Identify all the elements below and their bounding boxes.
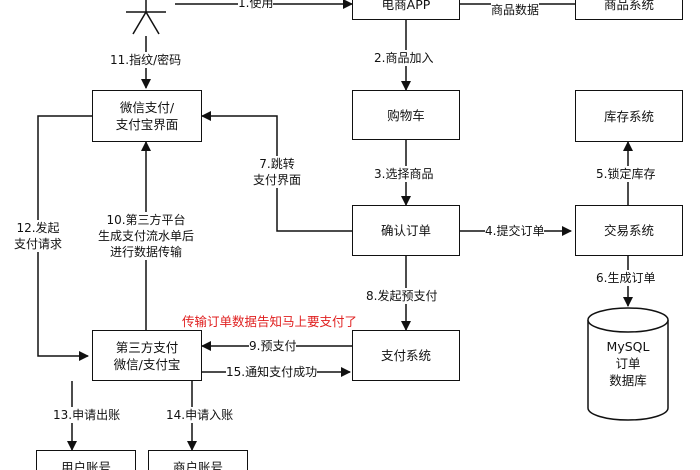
edge-3-label: 3.选择商品: [374, 166, 434, 182]
payment-ui-node: 微信支付/ 支付宝界面: [92, 90, 202, 142]
database-label: MySQL 订单 数据库: [588, 338, 668, 389]
user-account-node: 用户账号: [36, 450, 136, 470]
payment-system-label: 支付系统: [380, 348, 431, 363]
database-label-line3: 数据库: [609, 373, 647, 388]
edge-5-label: 5.锁定库存: [596, 166, 656, 182]
edge-11-label: 11.指纹/密码: [110, 52, 182, 68]
cart-node: 购物车: [352, 90, 460, 140]
confirm-order-node: 确认订单: [352, 205, 460, 256]
confirm-order-label: 确认订单: [380, 223, 431, 238]
payment-system-node: 支付系统: [352, 330, 460, 381]
trade-system-node: 交易系统: [575, 205, 683, 256]
edge-1-label: 1.使用: [238, 0, 274, 11]
edge-13-label: 13.申请出账: [53, 407, 121, 423]
payment-ui-label-line2: 支付宝界面: [115, 117, 179, 132]
edge-8-label: 8.发起预支付: [366, 288, 438, 304]
user-account-label: 用户账号: [60, 460, 111, 470]
ecommerce-app-node: 电商APP: [352, 0, 460, 20]
product-system-label: 商品系统: [603, 0, 654, 12]
edge-2-label: 2.商品加入: [374, 50, 434, 66]
user-actor-icon: [126, 0, 166, 35]
edge-7-label: 7.跳转 支付界面: [247, 156, 307, 188]
third-party-label-line2: 微信/支付宝: [113, 356, 181, 372]
database-label-line2: 订单: [615, 356, 641, 371]
edge-10-label-line2: 生成支付流水单后: [97, 229, 194, 243]
edge-7-label-line2: 支付界面: [252, 173, 301, 187]
inventory-system-node: 库存系统: [575, 90, 683, 142]
database-cylinder-icon: [587, 307, 669, 421]
edge-12-label-line2: 支付请求: [13, 237, 62, 251]
edge-12-label-line1: 12.发起: [16, 221, 60, 235]
edge-14-label: 14.申请入账: [166, 407, 234, 423]
third-party-label-line1: 第三方支付: [115, 339, 179, 355]
edge-product-data-label: 商品数据: [491, 2, 540, 18]
trade-system-label: 交易系统: [603, 223, 654, 238]
product-system-node: 商品系统: [575, 0, 683, 20]
edge-7-label-line1: 7.跳转: [259, 157, 295, 171]
annotation-text: 传输订单数据告知马上要支付了: [182, 314, 358, 329]
edge-9-label: 9.预支付: [249, 338, 297, 354]
cart-label: 购物车: [387, 107, 425, 123]
edge-10-label-line1: 10.第三方平台: [106, 213, 186, 227]
third-party-payment-node: 第三方支付 微信/支付宝: [92, 330, 202, 381]
edge-10-label: 10.第三方平台 生成支付流水单后 进行数据传输: [88, 212, 204, 260]
merchant-account-node: 商户账号: [148, 450, 248, 470]
merchant-account-label: 商户账号: [172, 460, 223, 470]
payment-ui-label-line1: 微信支付/: [119, 100, 175, 115]
edge-15-label: 15.通知支付成功: [226, 364, 318, 380]
inventory-system-label: 库存系统: [603, 108, 654, 124]
edge-6-label: 6.生成订单: [596, 270, 656, 286]
ecommerce-app-label: 电商APP: [381, 0, 431, 12]
edge-10-label-line3: 进行数据传输: [109, 245, 182, 259]
edge-4-label: 4.提交订单: [485, 223, 545, 239]
edge-12-label: 12.发起 支付请求: [6, 220, 70, 252]
database-label-line1: MySQL: [606, 339, 650, 354]
